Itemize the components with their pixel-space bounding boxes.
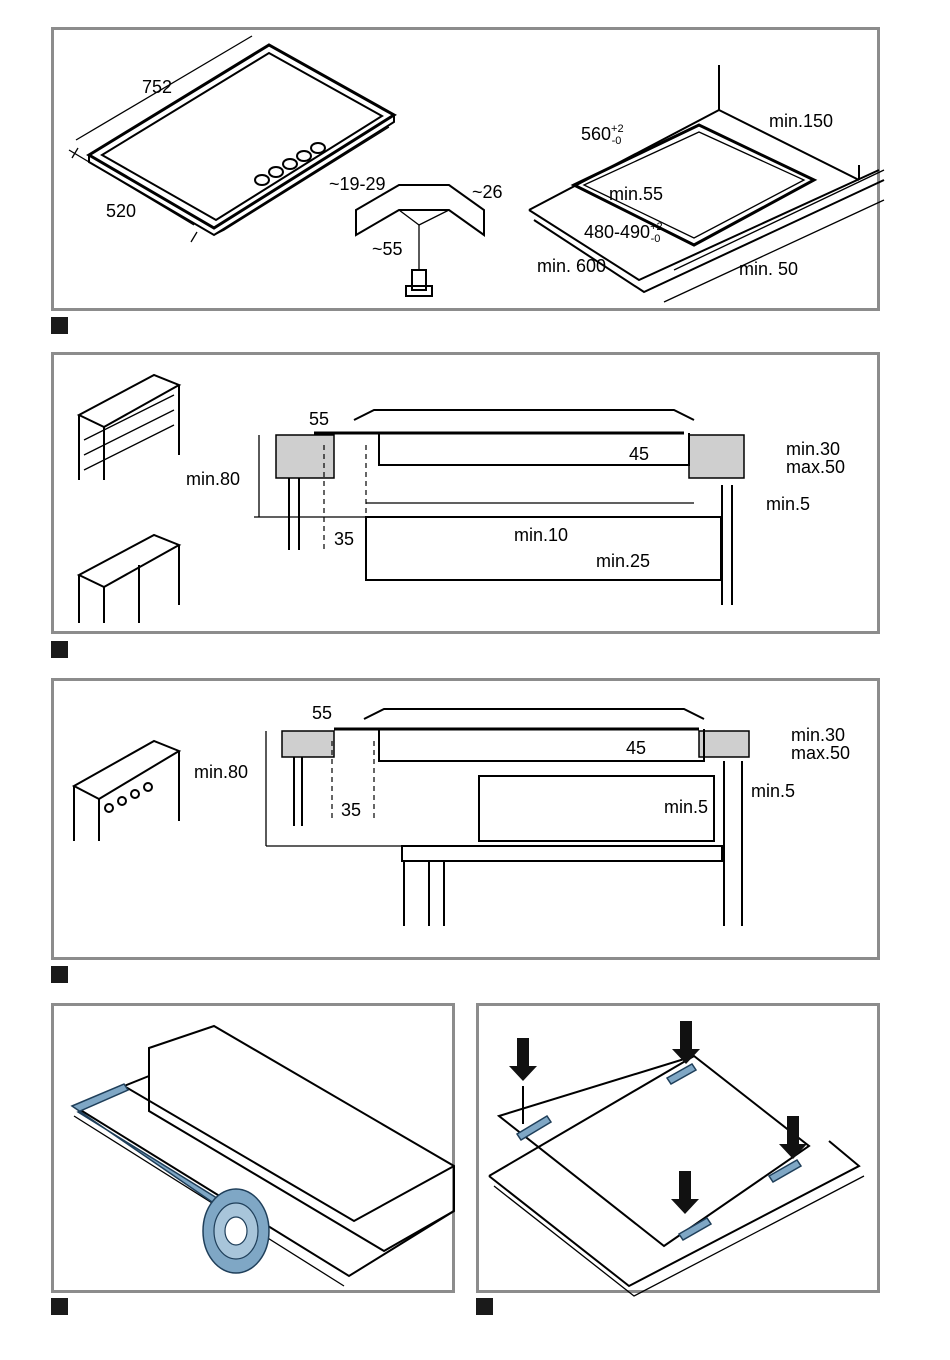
min5-label: min.5 xyxy=(766,494,810,514)
min5-oven-label: min.5 xyxy=(664,797,708,817)
cutout-width-label: 560+2-0 xyxy=(581,123,624,147)
clamp-fitting-illustration xyxy=(479,1006,883,1296)
max50-label: max.50 xyxy=(786,457,845,477)
figure-marker-4 xyxy=(51,1298,68,1315)
base-cabinet-diagram: 55 45 min.80 min.30 max.50 min.5 min.10 … xyxy=(54,355,883,637)
seal-tape-illustration xyxy=(54,1006,458,1296)
panel-seal-tape xyxy=(51,1003,455,1293)
hob-depth-label: 520 xyxy=(106,201,136,221)
clamps xyxy=(517,1064,801,1240)
panel-base-cabinet-installation: 55 45 min.80 min.30 max.50 min.5 min.10 … xyxy=(51,352,880,634)
cutout-min-front-label: min.55 xyxy=(609,184,663,204)
cutout-depth-label: 480-490+2-0 xyxy=(584,221,663,245)
gas-angle-label: ~19-29 xyxy=(329,174,386,194)
min30-label: min.30 xyxy=(791,725,845,745)
figure-marker-2 xyxy=(51,641,68,658)
oven-cabinet-sketch xyxy=(74,741,179,841)
door-cabinet-sketch xyxy=(79,535,179,623)
dim-55-label: 55 xyxy=(309,409,329,429)
gas-height-label: ~55 xyxy=(372,239,403,259)
figure-marker-3 xyxy=(51,966,68,983)
min10-label: min.10 xyxy=(514,525,568,545)
arrows xyxy=(509,1021,807,1214)
cutout-min-side-label: min. 50 xyxy=(739,259,798,279)
gas-offset-label: ~26 xyxy=(472,182,503,202)
max50-label: max.50 xyxy=(791,743,850,763)
dim-35-label: 35 xyxy=(341,800,361,820)
min30-label: min.30 xyxy=(786,439,840,459)
dim-45-label: 45 xyxy=(626,738,646,758)
seal-tape-roll xyxy=(203,1189,269,1273)
dim-45-label: 45 xyxy=(629,444,649,464)
panel-clamp-fitting xyxy=(476,1003,880,1293)
panel-hob-dimensions: 752 520 ~19-29 ~26 ~55 560+2- xyxy=(51,27,880,311)
min80-label: min.80 xyxy=(194,762,248,782)
dim-55-label: 55 xyxy=(312,703,332,723)
min25-label: min.25 xyxy=(596,551,650,571)
hob-dimension-diagram: 752 520 ~19-29 ~26 ~55 560+2- xyxy=(54,30,883,314)
oven-cabinet-diagram: 55 45 min.80 min.30 max.50 min.5 min.5 3… xyxy=(54,681,883,963)
drawer-cabinet-sketch xyxy=(79,375,179,480)
min80-label: min.80 xyxy=(186,469,240,489)
hob-width-label: 752 xyxy=(142,77,172,97)
panel-oven-cabinet-installation: 55 45 min.80 min.30 max.50 min.5 min.5 3… xyxy=(51,678,880,960)
min5-side-label: min.5 xyxy=(751,781,795,801)
section-drawing xyxy=(254,410,744,605)
cutout-min-counter-label: min. 600 xyxy=(537,256,606,276)
cutout-min-wall-label: min.150 xyxy=(769,111,833,131)
figure-marker-1 xyxy=(51,317,68,334)
section-drawing xyxy=(266,709,749,926)
dim-35-label: 35 xyxy=(334,529,354,549)
figure-marker-5 xyxy=(476,1298,493,1315)
